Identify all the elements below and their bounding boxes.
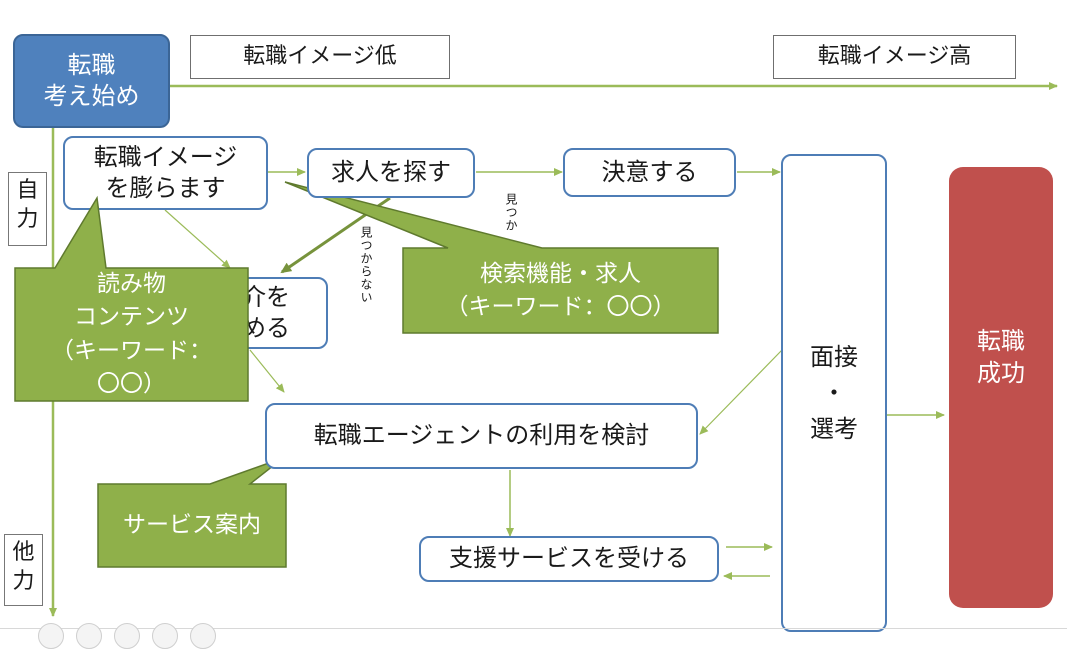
edge-interview-agent — [699, 349, 783, 435]
toolbar-arrow-icon[interactable] — [38, 623, 64, 649]
node-success: 転職 成功 — [949, 167, 1053, 608]
node-search: 求人を探す — [307, 148, 475, 198]
callout-search-feature: 検索機能・求人 （キーワード：〇〇） — [445, 261, 676, 320]
toolbar-more-icon[interactable] — [190, 623, 216, 649]
node-imagine: 転職イメージ を膨らます — [63, 136, 268, 210]
callout-reading-layer — [14, 195, 249, 402]
toolbar-zoom-icon[interactable] — [152, 623, 178, 649]
edge-label-not-found: 見つからない — [359, 226, 373, 304]
start-node: 転職 考え始め — [13, 34, 170, 128]
toolbar-pen-icon[interactable] — [76, 623, 102, 649]
axis-high-label: 転職イメージ高 — [773, 35, 1016, 79]
axis-low-label: 転職イメージ低 — [190, 35, 450, 79]
edge-label-found: 見つか — [504, 193, 518, 232]
node-agent: 転職エージェントの利用を検討 — [265, 403, 698, 469]
callout-reading-shape — [14, 195, 249, 402]
node-interview: 面接 ・ 選考 — [781, 154, 887, 632]
node-decide: 決意する — [563, 148, 736, 197]
toolbar-slides-icon[interactable] — [114, 623, 140, 649]
side-label-self: 自 力 — [8, 172, 47, 246]
edge-imagine-introduce — [164, 209, 231, 269]
bottom-toolbar-divider — [0, 628, 1067, 629]
callout-search-feature-shape — [284, 181, 719, 334]
callout-service: サービス案内 — [123, 512, 261, 539]
node-support: 支援サービスを受ける — [419, 536, 719, 582]
diagram-connectors — [49, 82, 1058, 617]
callout-reading: 読み物 コンテンツ （キーワード： 〇〇） — [51, 270, 212, 397]
callout-service-shape — [97, 457, 287, 568]
edge-introduce-agent — [249, 349, 285, 393]
side-label-other: 他 力 — [4, 534, 43, 606]
